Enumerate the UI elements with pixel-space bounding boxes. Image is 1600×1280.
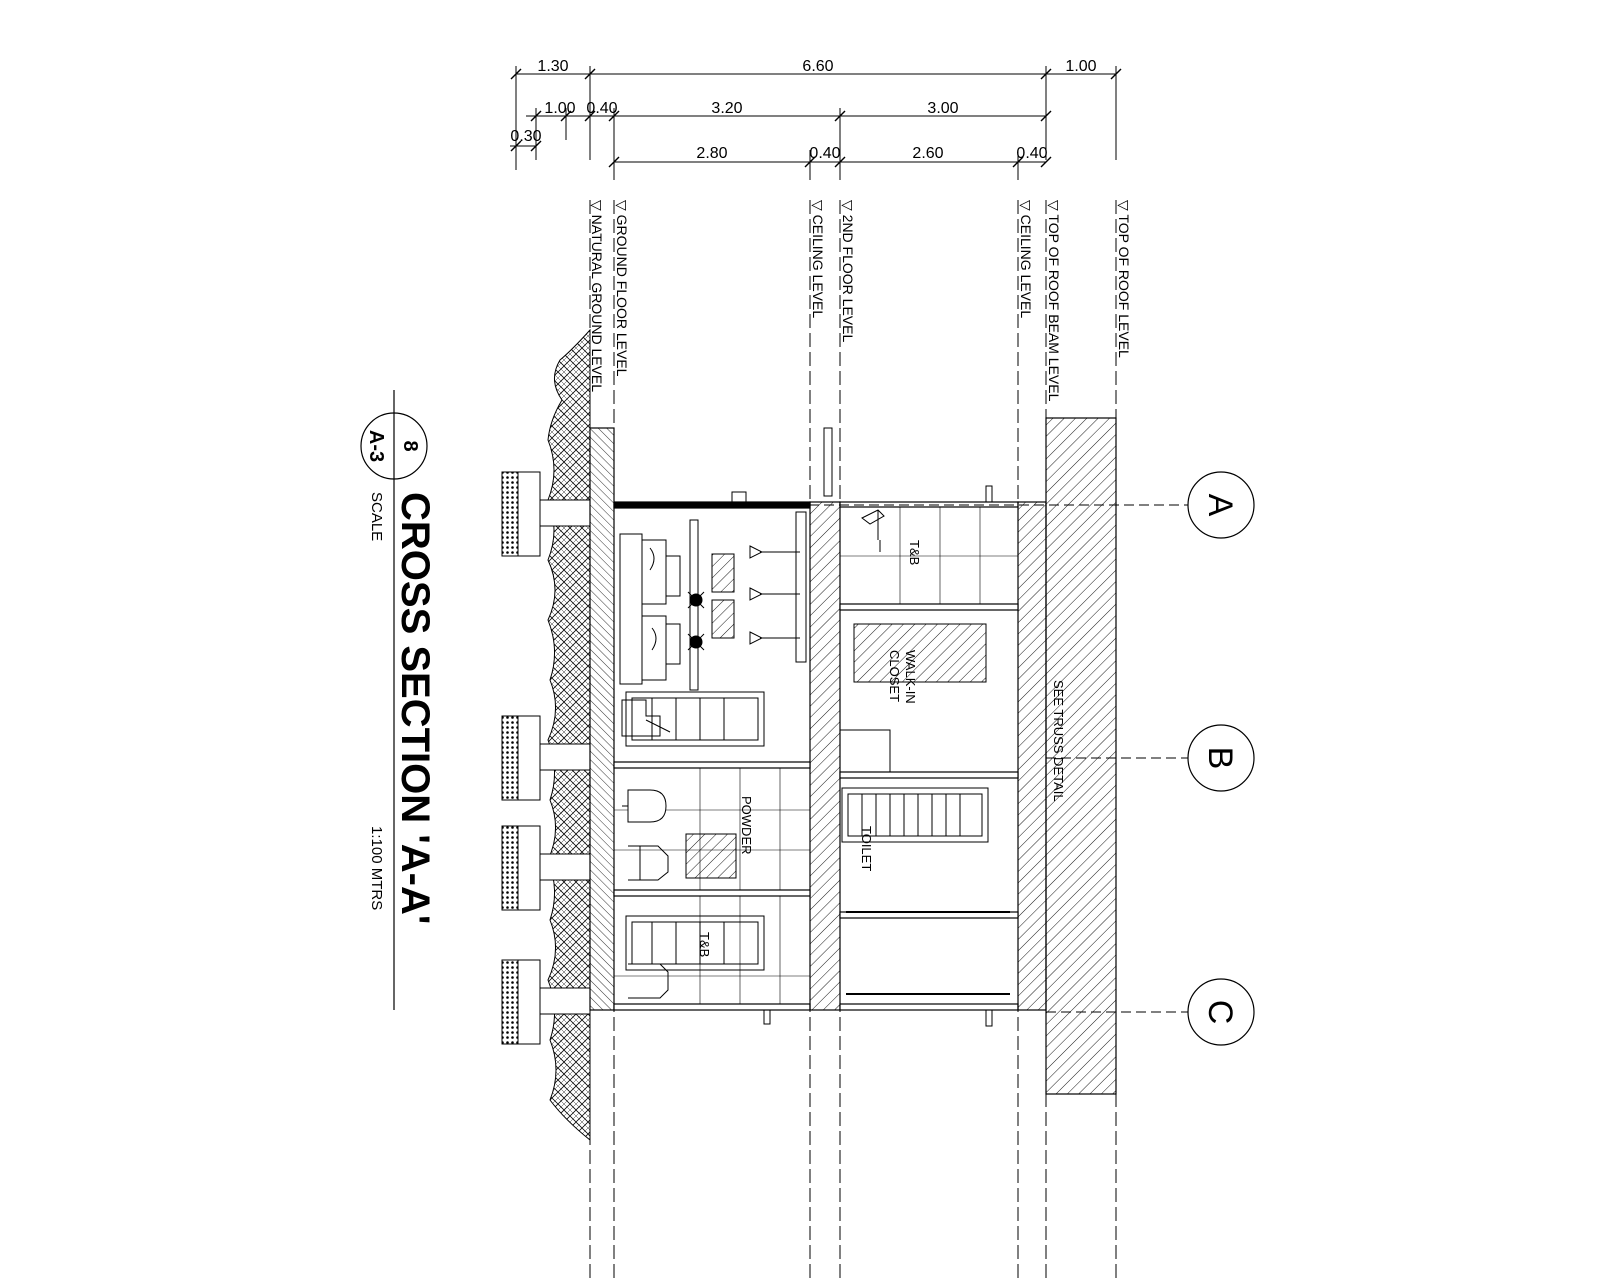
room-closet: CLOSET — [887, 650, 902, 702]
svg-text:▽ CEILING LEVEL: ▽ CEILING LEVEL — [1018, 200, 1034, 318]
dim-r3-3: 0.40 — [809, 145, 840, 162]
dim-r2-1: 1.00 — [544, 100, 575, 117]
grid-label-b: B — [1201, 747, 1239, 770]
lavatory-powder — [628, 845, 669, 881]
dim-r3-1: 0.30 — [510, 128, 541, 145]
footings — [501, 471, 591, 1045]
grid-bubble-c — [1187, 978, 1255, 1046]
level-ceiling-1: CEILING LEVEL — [810, 215, 826, 319]
grid-bubble-labels: A B C — [1201, 494, 1239, 1025]
footing-2 — [501, 715, 591, 801]
level-second-floor: 2ND FLOOR LEVEL — [840, 215, 856, 343]
svg-text:▽ TOP OF ROOF BEAM LEVEL: ▽ TOP OF ROOF BEAM LEVEL — [1046, 200, 1062, 402]
room-tb-upper: T&B — [907, 540, 922, 565]
level-labels: ▽ NATURAL GROUND LEVEL ▽ GROUND FLOOR LE… — [589, 200, 1132, 402]
frame-1 — [711, 553, 735, 593]
second-floor-furniture — [731, 427, 1018, 1027]
scale-value: 1:100 MTRS — [368, 826, 385, 910]
scale-label: SCALE — [368, 492, 385, 541]
second-floor-slab — [809, 501, 841, 1011]
dim-r3-5: 0.40 — [1016, 145, 1047, 162]
grid-lines — [614, 504, 1188, 1013]
roof-beam — [1017, 501, 1047, 1011]
section-title: CROSS SECTION 'A-A' — [393, 492, 437, 924]
svg-text:▽ TOP OF ROOF LEVEL: ▽ TOP OF ROOF LEVEL — [1116, 200, 1132, 358]
room-labels: T&B WALK-IN CLOSET TOILET POWDER T&B SEE… — [697, 540, 1066, 957]
section-number: 8 — [399, 440, 421, 451]
grid-label-a: A — [1201, 494, 1239, 517]
door-toilet — [841, 787, 989, 843]
dim-r1-1: 1.30 — [537, 58, 568, 75]
footing-4 — [501, 959, 591, 1045]
footing-3 — [501, 825, 591, 911]
toilet-powder — [622, 789, 667, 823]
natural-ground — [547, 328, 591, 1142]
dim-r2-3: 3.20 — [711, 100, 742, 117]
level-roof: TOP OF ROOF LEVEL — [1116, 214, 1132, 358]
dim-r3-4: 2.60 — [912, 145, 943, 162]
dim-r2-2: 0.40 — [586, 100, 617, 117]
grid-bubbles — [1187, 471, 1255, 1046]
grid-bubble-a — [1187, 471, 1255, 539]
dim-r1-3: 1.00 — [1065, 58, 1096, 75]
svg-text:▽ NATURAL GROUND LEVEL: ▽ NATURAL GROUND LEVEL — [589, 200, 605, 392]
title-block: 8 A-3 CROSS SECTION 'A-A' SCALE 1:100 MT… — [360, 390, 437, 1010]
ground-slab — [589, 427, 615, 1011]
level-ground-floor: GROUND FLOOR LEVEL — [614, 215, 630, 377]
sofa — [619, 533, 681, 685]
structure — [589, 417, 1117, 1095]
door-ground-1 — [625, 691, 765, 747]
svg-text:▽ 2ND FLOOR LEVEL: ▽ 2ND FLOOR LEVEL — [840, 200, 856, 342]
dimension-texts: 1.30 6.60 1.00 1.00 0.40 3.20 3.00 0.30 … — [510, 58, 1096, 162]
dim-r1-2: 6.60 — [802, 58, 833, 75]
svg-text:▽ GROUND FLOOR LEVEL: ▽ GROUND FLOOR LEVEL — [614, 200, 630, 377]
frame-2 — [711, 599, 735, 639]
room-powder: POWDER — [739, 796, 754, 855]
svg-text:▽ CEILING LEVEL: ▽ CEILING LEVEL — [810, 200, 826, 318]
door-ground-2 — [625, 915, 765, 971]
note-truss: SEE TRUSS DETAIL — [1051, 680, 1066, 802]
dim-r3-2: 2.80 — [696, 145, 727, 162]
room-tb-lower: T&B — [697, 932, 712, 957]
plant-2 — [687, 633, 705, 651]
plant-1 — [687, 591, 705, 609]
grid-bubble-b — [1187, 724, 1255, 792]
lavatory-tb-lower — [628, 963, 669, 999]
tb-upper-tiles — [840, 507, 1018, 604]
pendant-lamps — [749, 511, 807, 663]
shower-upper — [861, 509, 885, 552]
room-toilet: TOILET — [859, 826, 874, 871]
level-natural-ground: NATURAL GROUND LEVEL — [589, 215, 605, 393]
dim-r2-4: 3.00 — [927, 100, 958, 117]
section-sheet: A-3 — [365, 430, 387, 462]
level-ceiling-2: CEILING LEVEL — [1018, 215, 1034, 319]
chair — [621, 699, 671, 737]
grid-label-c: C — [1201, 1000, 1239, 1025]
mirror-powder — [685, 833, 737, 879]
level-roof-beam: TOP OF ROOF BEAM LEVEL — [1046, 214, 1062, 401]
closet-panel — [853, 623, 987, 683]
roof — [1045, 417, 1117, 1095]
footing-1 — [501, 471, 591, 557]
ground-floor-furniture — [614, 511, 810, 1025]
dimension-lines — [510, 66, 1122, 180]
closet-box — [840, 729, 891, 772]
room-walk-in: WALK-IN — [903, 650, 918, 704]
